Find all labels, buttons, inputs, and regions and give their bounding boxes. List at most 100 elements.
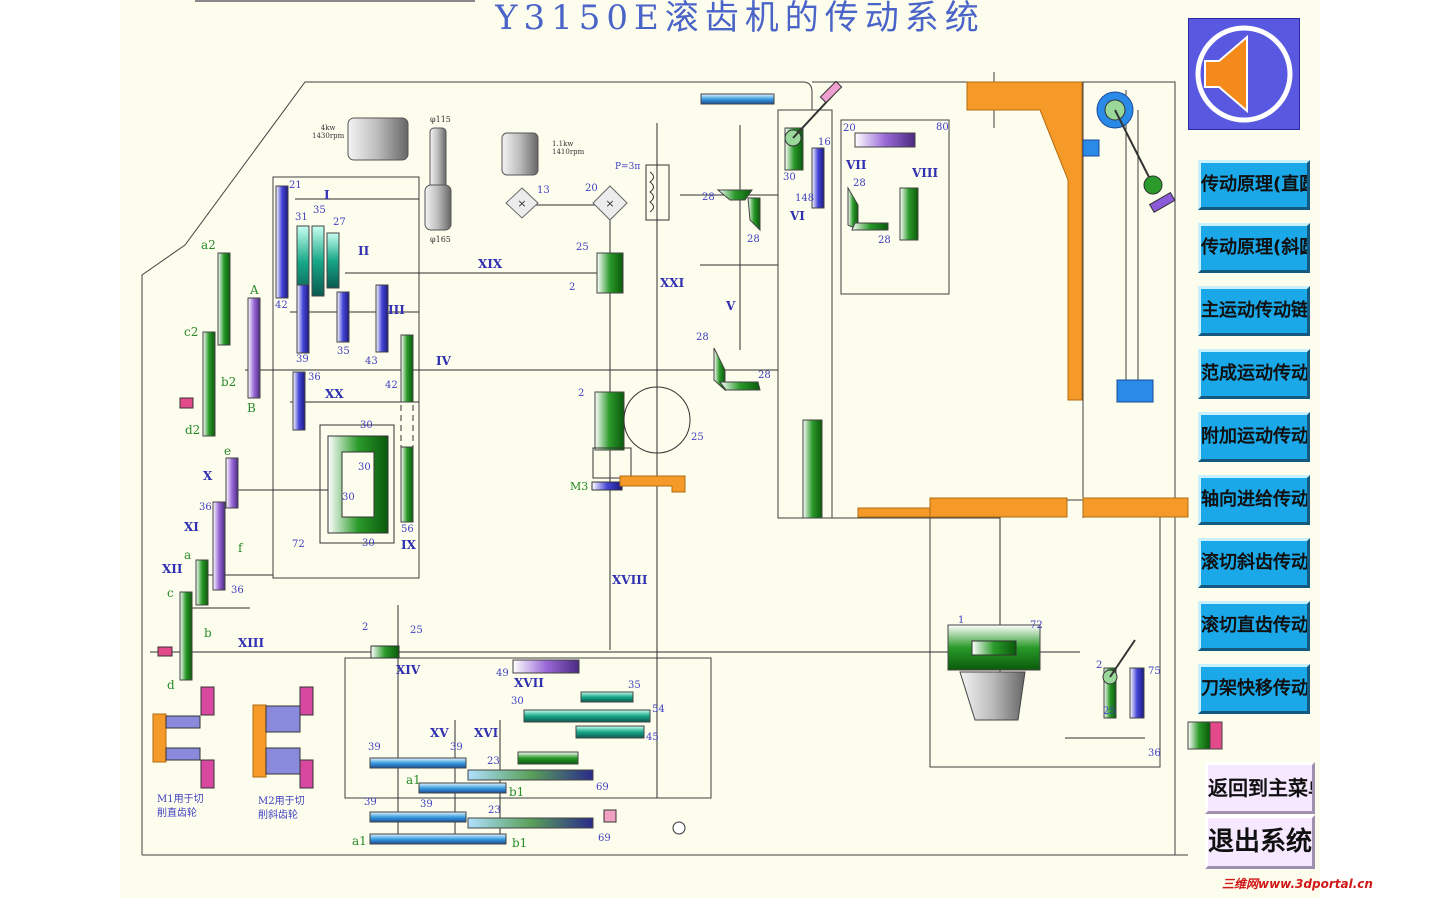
gear-number: 28: [878, 235, 891, 246]
gear-number: 31: [295, 212, 308, 223]
gear-number: 35: [337, 346, 350, 357]
nav-button-principle-helical[interactable]: 传动原理(斜圆): [1198, 223, 1310, 273]
gear-number: 42: [275, 300, 288, 311]
gear-number: 35: [628, 680, 641, 691]
gear-number: 1: [958, 615, 965, 626]
gear-number: 30: [360, 420, 373, 431]
svg-text:×: ×: [517, 197, 526, 210]
gear-number: 72: [1030, 620, 1043, 631]
main-motor-label: 4kw 1430rpm: [312, 124, 344, 140]
gear-number: 39: [368, 742, 381, 753]
shaft-label: XX: [325, 387, 344, 401]
nav-button-straight-hobbing[interactable]: 滚切直齿传动链: [1198, 601, 1310, 651]
change-gear-letter: d: [167, 678, 175, 692]
shaft-label: XI: [184, 520, 199, 534]
shaft-label: VI: [790, 209, 805, 223]
shaft-label: VII: [846, 158, 867, 172]
gear-number: 27: [333, 217, 346, 228]
gear-number: 30: [362, 538, 375, 549]
nav-button-generating-motion[interactable]: 范成运动传动链: [1198, 349, 1310, 399]
gear-number: 39: [296, 354, 309, 365]
gear-number: 28: [702, 192, 715, 203]
gear-number: 69: [598, 833, 611, 844]
main-motor-speed: 1430rpm: [312, 132, 345, 140]
watermark: 三维网www.3dportal.cn: [1222, 877, 1373, 891]
nav-button-axial-feed[interactable]: 轴向进给传动链: [1198, 475, 1310, 525]
gear-number: 56: [401, 524, 414, 535]
gear-number: 25: [1103, 706, 1116, 717]
m1-note: M1用于切 削直齿轮: [157, 793, 204, 821]
gear-number: 2: [578, 388, 585, 399]
change-gear-letter: e: [224, 444, 232, 458]
gear-number: 28: [758, 370, 771, 381]
nav-button-additional-motion[interactable]: 附加运动传动链: [1198, 412, 1310, 462]
m1-note-line1: M1用于切: [157, 794, 204, 805]
nav-button-main-motion[interactable]: 主运动传动链: [1198, 286, 1310, 336]
shaft-label: III: [388, 303, 405, 317]
speaker-button[interactable]: [1188, 18, 1300, 130]
gear-number: 28: [853, 178, 866, 189]
gear-number: 36: [1148, 748, 1161, 759]
shaft-label: I: [324, 188, 330, 202]
gear-number: 2: [362, 622, 369, 633]
main-motor-power: 4kw: [320, 124, 336, 132]
pulley-bottom-label: φ165: [430, 235, 451, 244]
shaft-label: XIII: [238, 636, 265, 650]
m2-note-line2: 削斜齿轮: [258, 810, 298, 821]
m2-note-line1: M2用于切: [258, 796, 305, 807]
shaft-label: XXI: [660, 276, 685, 290]
shaft-label: XVIII: [612, 573, 648, 587]
exit-system-button[interactable]: 退出系统: [1205, 815, 1315, 869]
aux-motor-label: 1.1kw 1410rpm: [552, 140, 584, 156]
gear-number: 20: [843, 123, 856, 134]
change-gear-letter: B: [247, 401, 256, 415]
change-gear-letter: b2: [221, 375, 237, 389]
aux-motor-power: 1.1kw: [552, 140, 574, 148]
m1-note-line2: 削直齿轮: [157, 808, 197, 819]
gear-number: 148: [795, 193, 815, 204]
m2-note: M2用于切 削斜齿轮: [258, 795, 305, 823]
shaft-label: XIX: [478, 257, 503, 271]
shaft-label: XII: [162, 562, 183, 576]
gear-number: 69: [596, 782, 609, 793]
change-gear-letter: a1: [406, 773, 421, 787]
shaft-label: XV: [430, 726, 449, 740]
gear-number: 80: [936, 122, 949, 133]
change-gear-letter: b1: [509, 785, 525, 799]
shaft-label: XIV: [396, 663, 421, 677]
gear-number: 35: [313, 205, 326, 216]
change-gear-letter: f: [238, 541, 243, 555]
gear-number: 25: [410, 625, 423, 636]
gear-number: 75: [1148, 666, 1161, 677]
gear-number: 43: [365, 356, 378, 367]
shaft-label: XVII: [514, 676, 544, 690]
gear-number: 39: [420, 799, 433, 810]
gear-number: 25: [576, 242, 589, 253]
change-gear-letter: c2: [184, 325, 199, 339]
gear-number: 30: [342, 492, 355, 503]
gear-number: 2: [1096, 660, 1103, 671]
top-divider: [195, 0, 475, 2]
speaker-icon: [1195, 25, 1293, 123]
svg-text:×: ×: [605, 197, 614, 210]
nav-button-helical-hobbing[interactable]: 滚切斜齿传动链: [1198, 538, 1310, 588]
gear-number: 2: [569, 282, 576, 293]
pulley-top-label: φ115: [430, 115, 451, 124]
change-gear-letter: a2: [201, 238, 216, 252]
gear-number: 23: [488, 805, 501, 816]
gear-number: 45: [646, 732, 659, 743]
m3-label: M3: [570, 480, 589, 493]
change-gear-letter: c: [167, 586, 174, 600]
gear-number: 20: [585, 183, 598, 194]
gear-number: 72: [292, 539, 305, 550]
gear-number: 39: [364, 797, 377, 808]
nav-button-principle-straight[interactable]: 传动原理(直圆): [1198, 160, 1310, 210]
shaft-label: VIII: [912, 166, 939, 180]
change-gear-letter: A: [250, 283, 259, 297]
aux-motor-speed: 1410rpm: [552, 148, 585, 156]
gear-number: 30: [358, 462, 371, 473]
nav-button-rapid-traverse[interactable]: 刀架快移传动链: [1198, 664, 1310, 714]
gear-number: 36: [231, 585, 244, 596]
back-to-main-menu-button[interactable]: 返回到主菜单: [1205, 762, 1315, 814]
